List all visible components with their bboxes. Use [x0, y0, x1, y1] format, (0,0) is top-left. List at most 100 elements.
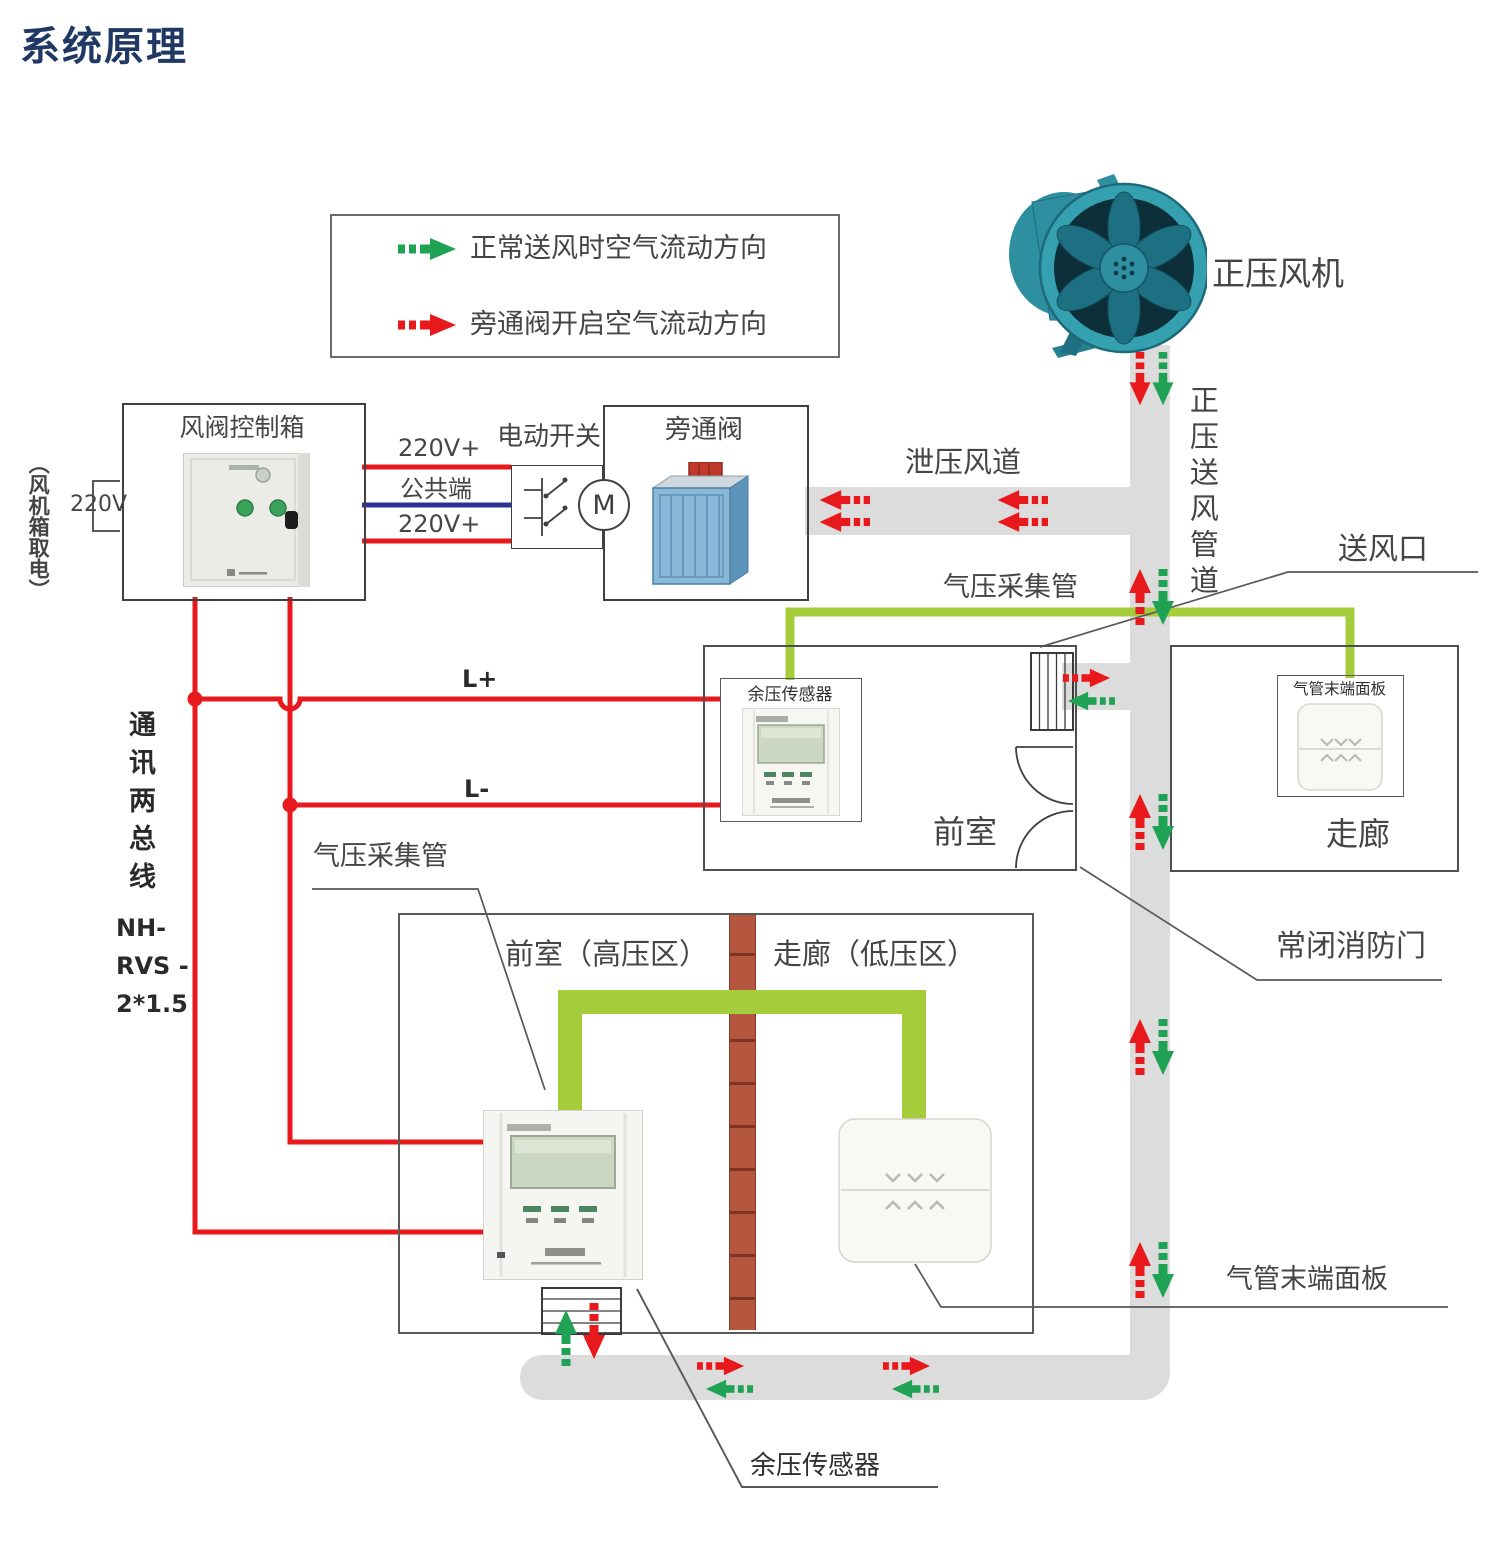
wire-junction-dot	[187, 691, 203, 707]
floor-grille	[541, 1287, 622, 1335]
pressure-pipe-upper-label: 气压采集管	[943, 572, 1078, 603]
cable-spec-line2: RVS -	[116, 952, 189, 980]
corridor-label: 走廊	[1326, 815, 1391, 853]
bus-wire-b	[287, 597, 484, 1145]
legend-row-normal: 正常送风时空气流动方向	[398, 233, 767, 264]
supply-outlet-label: 送风口	[1338, 532, 1428, 567]
flow-arrow-red	[1129, 352, 1151, 406]
corridor-panel-label: 气管末端面板	[1292, 680, 1386, 698]
leader-fire-door	[1079, 866, 1442, 981]
flow-arrow-red	[1129, 1242, 1151, 1298]
wire-common-label: 公共端	[400, 475, 472, 503]
terminal-panel-device-corridor	[1297, 703, 1383, 791]
fire-door-leaf-upper	[1015, 746, 1074, 805]
cable-spec-line3: 2*1.5	[116, 990, 188, 1018]
cabinet-indicator	[255, 467, 271, 483]
electric-switch-label: 电动开关	[497, 422, 602, 452]
flow-arrow-red	[1063, 668, 1111, 688]
corridor-outline	[1170, 645, 1459, 872]
legend-box	[330, 214, 840, 358]
flow-arrow-green	[705, 1379, 753, 1399]
pressure-pipe-lower	[558, 990, 926, 1120]
pressure-pipe-lower-label: 气压采集管	[313, 841, 448, 872]
flow-arrow-red	[819, 490, 870, 510]
flow-arrow-red	[583, 1303, 605, 1359]
motor-symbol: M	[578, 479, 630, 531]
front-room-sensor-outline	[720, 678, 862, 822]
brick-wall	[729, 913, 756, 1330]
bus-wire-a	[192, 597, 484, 1235]
vertical-duct-label: 正压送风管道	[1185, 385, 1220, 601]
front-room-hp-label: 前室（高压区）	[505, 937, 709, 971]
leader-supply-outlet	[1039, 571, 1478, 648]
sensor-buttons	[764, 772, 812, 777]
wire-220v-top-label: 220V+	[398, 434, 481, 462]
zone-sensor-label: 余压传感器	[750, 1451, 881, 1481]
fan-hub-bolts	[1113, 256, 1135, 280]
l-plus-label: L+	[462, 665, 498, 693]
power-source-note: （风机箱取电）	[26, 453, 51, 600]
pressure-sensor-device-front	[742, 708, 840, 816]
flow-arrow-green	[555, 1310, 577, 1366]
legend-row-bypass: 旁通阀开启空气流动方向	[398, 309, 767, 340]
sensor-buttons	[523, 1206, 597, 1212]
front-room-label: 前室	[933, 813, 998, 851]
flow-arrow-green	[891, 1379, 939, 1399]
leader-panel-zone	[914, 1263, 1448, 1308]
terminal-panel-device-zone	[838, 1118, 992, 1263]
flow-arrow-green	[1067, 691, 1115, 711]
zone-panel-label: 气管末端面板	[1226, 1264, 1388, 1295]
flow-arrow-red	[883, 1356, 931, 1376]
page-title: 系统原理	[20, 24, 188, 70]
leader-sensor-zone	[636, 1288, 938, 1488]
fan-label: 正压风机	[1212, 254, 1344, 293]
bottom-return-duct	[520, 1355, 1170, 1400]
flow-arrow-red	[997, 512, 1048, 532]
power-voltage-label: 220V	[70, 492, 128, 517]
switch-contacts	[524, 477, 568, 536]
cabinet-nameplate	[229, 465, 259, 470]
corridor-lp-label: 走廊（低压区）	[773, 937, 977, 971]
cable-spec-line1: NH-	[116, 914, 167, 942]
pressurization-fan	[1002, 172, 1207, 362]
damper-side	[729, 475, 749, 585]
flow-arrow-green	[1152, 1019, 1174, 1075]
control-box-label: 风阀控制箱	[179, 413, 305, 442]
flow-arrow-green	[1152, 1242, 1174, 1298]
damper-control-box-outline	[122, 403, 366, 601]
cabinet-button-green	[269, 499, 287, 517]
flow-arrow-red	[1129, 1019, 1151, 1075]
flow-arrow-green	[1152, 352, 1174, 406]
panel-vents	[885, 1173, 945, 1210]
bypass-valve-label: 旁通阀	[664, 415, 743, 445]
flow-arrow-green	[1152, 569, 1174, 625]
flow-arrow-red	[997, 490, 1048, 510]
vertical-supply-duct	[1130, 345, 1170, 1373]
relief-duct-label: 泄压风道	[905, 445, 1022, 479]
leader-pressure-pipe-lower	[312, 888, 546, 1091]
power-bracket	[92, 480, 120, 532]
pressure-sensor-device-zone	[483, 1110, 643, 1280]
flow-arrow-green	[1152, 794, 1174, 850]
flow-arrow-red	[1129, 569, 1151, 625]
supply-outlet-grille	[1030, 652, 1074, 731]
comm-bus-note: 通讯两总线	[124, 710, 156, 900]
flow-arrow-red	[819, 512, 870, 532]
legend-bypass-label: 旁通阀开启空气流动方向	[470, 309, 767, 340]
flow-arrow-red	[697, 1356, 745, 1376]
legend-green-arrow-icon	[398, 237, 456, 260]
legend-normal-label: 正常送风时空气流动方向	[470, 233, 767, 264]
bus-wire-l-plus	[195, 696, 721, 712]
cabinet-logo	[227, 569, 235, 576]
front-room-sensor-label: 余压传感器	[747, 685, 833, 705]
damper-control-cabinet	[183, 453, 310, 587]
front-room-outline	[703, 645, 1077, 871]
pressure-zone-room-outline	[398, 913, 1034, 1334]
cabinet-knob	[285, 511, 298, 529]
legend-red-arrow-icon	[398, 313, 456, 336]
l-minus-label: L-	[464, 775, 490, 803]
bypass-damper	[645, 462, 759, 586]
cabinet-button-green	[236, 499, 254, 517]
wire-220v-bottom-label: 220V+	[398, 510, 481, 538]
